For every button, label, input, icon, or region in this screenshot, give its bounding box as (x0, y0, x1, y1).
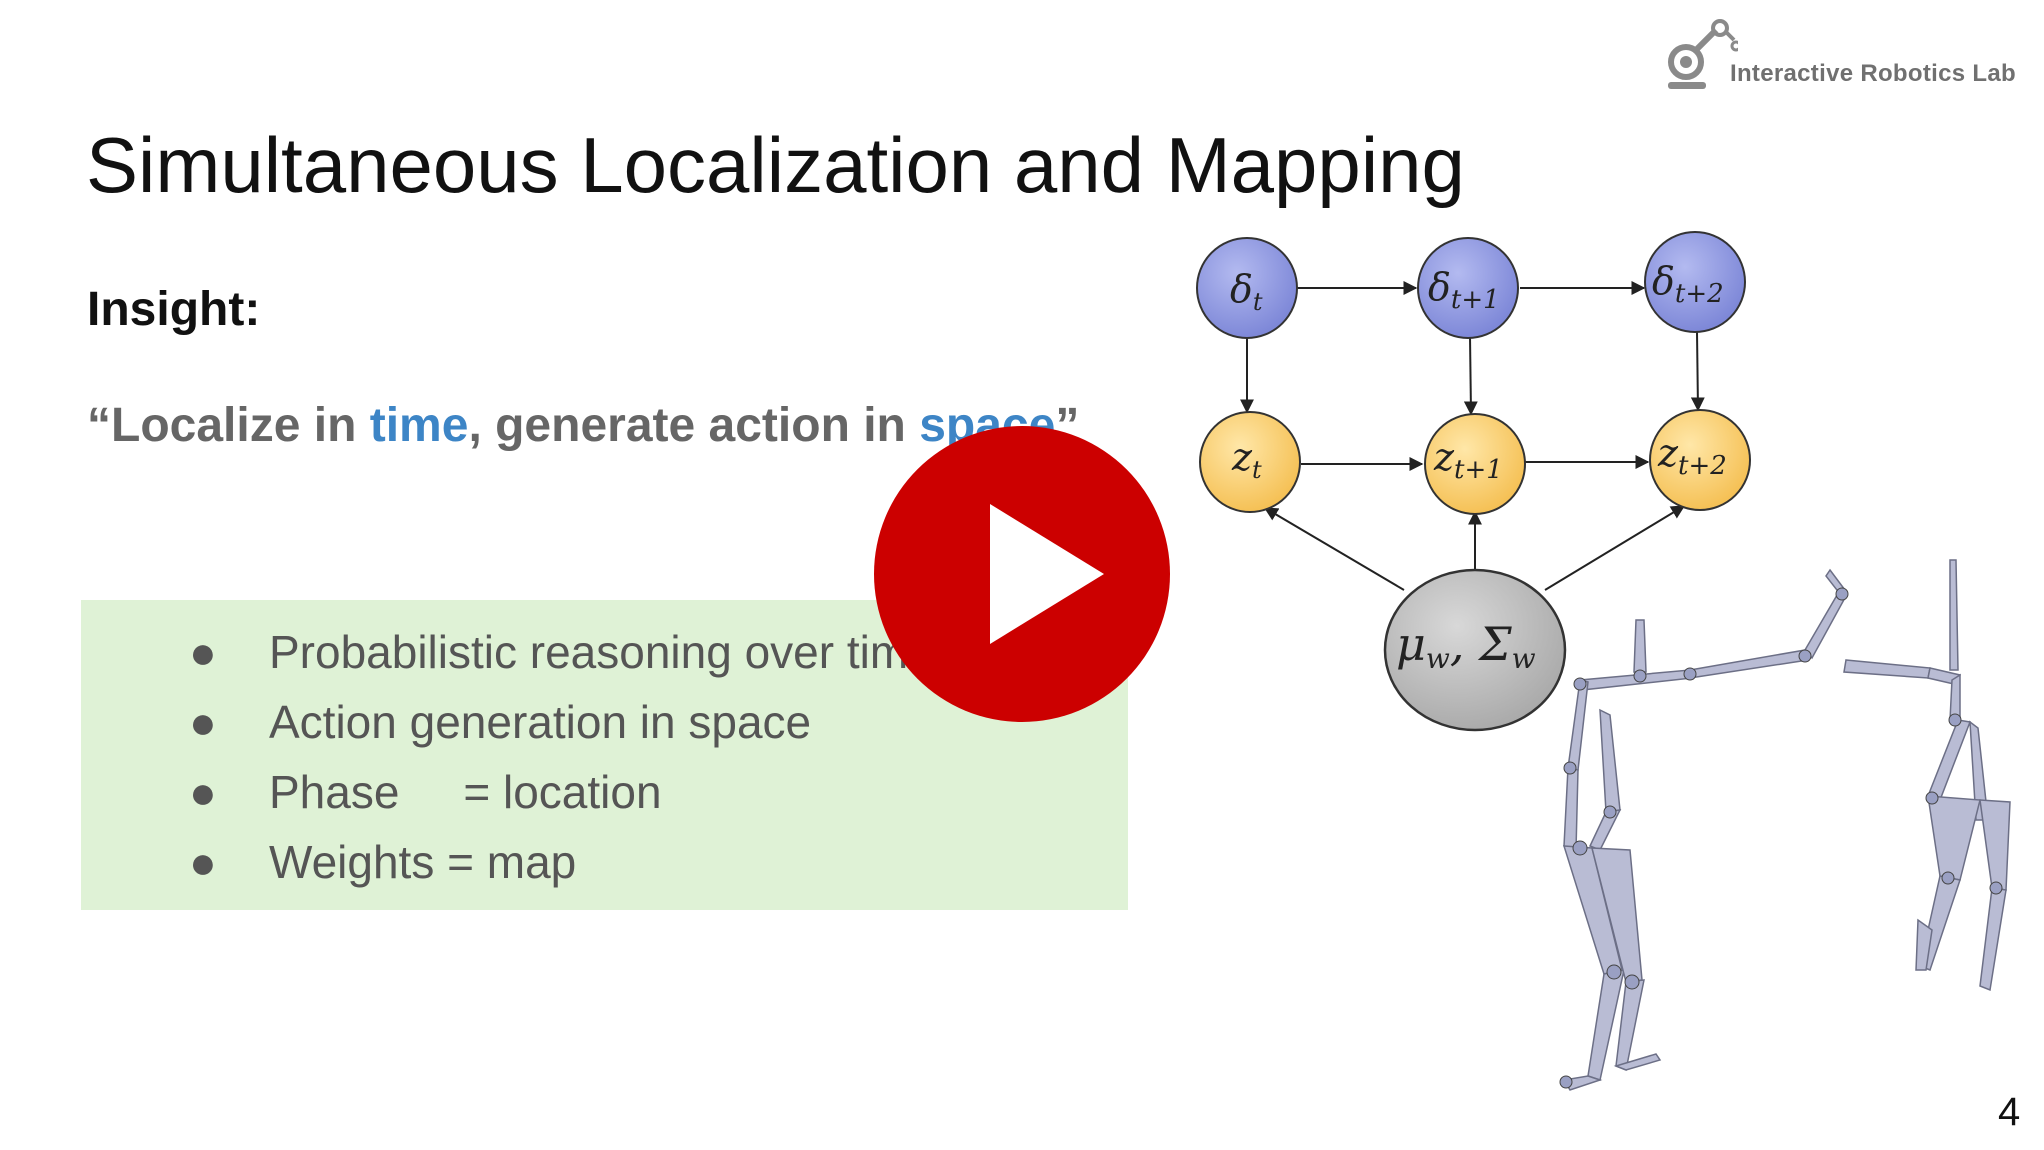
label-delta-t: δt (1230, 267, 1263, 316)
node-z-t (1199, 411, 1301, 513)
insight-label: Insight: (87, 283, 261, 336)
play-button-icon[interactable] (872, 424, 1172, 724)
node-mu-sigma (1383, 568, 1567, 732)
bullet-item: ●Probabilistic reasoning over time (189, 626, 934, 678)
bullet-item: ●Phase = location (189, 766, 662, 818)
robot-arm-logo-icon (1668, 19, 1742, 89)
edge-root-z-t (1263, 507, 1405, 591)
node-z-t2 (1649, 409, 1751, 511)
node-delta-t1 (1417, 237, 1519, 339)
node-delta-t2 (1644, 231, 1746, 333)
quote-middle: , generate action in (468, 399, 920, 452)
quote-time: time (369, 399, 469, 452)
node-delta-t (1196, 237, 1298, 339)
label-delta-t2: δt+2 (1652, 259, 1724, 309)
insight-quote: “Localize in time, generate action in sp… (87, 398, 1079, 453)
edge-delta-z-t2 (1690, 331, 1705, 412)
skeleton-figure-image (1559, 559, 2011, 1091)
quote-open: “Localize in (87, 399, 370, 452)
page-number: 4 (1998, 1090, 2021, 1134)
bullet-item: ●Weights = map (189, 836, 577, 888)
edge-root-z-t2 (1544, 505, 1686, 591)
bullet-box: ●Probabilistic reasoning over time ●Acti… (81, 600, 1128, 910)
play-button[interactable] (872, 424, 1172, 724)
edge-delta-z-t1 (1463, 335, 1478, 416)
label-mu-sigma: μw, Σw (1396, 617, 1536, 675)
slide-title: Simultaneous Localization and Mapping (86, 121, 1465, 209)
lab-name: Interactive Robotics Lab (1730, 60, 2016, 87)
label-delta-t1: δt+1 (1428, 265, 1500, 315)
label-z-t1: zt+1 (1433, 435, 1503, 485)
bullet-item: ●Action generation in space (189, 696, 812, 748)
lab-logo: Interactive Robotics Lab (1658, 12, 2028, 98)
label-z-t2: zt+2 (1657, 431, 1727, 481)
graphical-model-diagram: δt δt+1 δt+2 zt zt+1 zt+2 μw, Σw (1196, 231, 1751, 732)
label-z-t: zt (1231, 435, 1262, 484)
node-z-t1 (1424, 413, 1526, 515)
